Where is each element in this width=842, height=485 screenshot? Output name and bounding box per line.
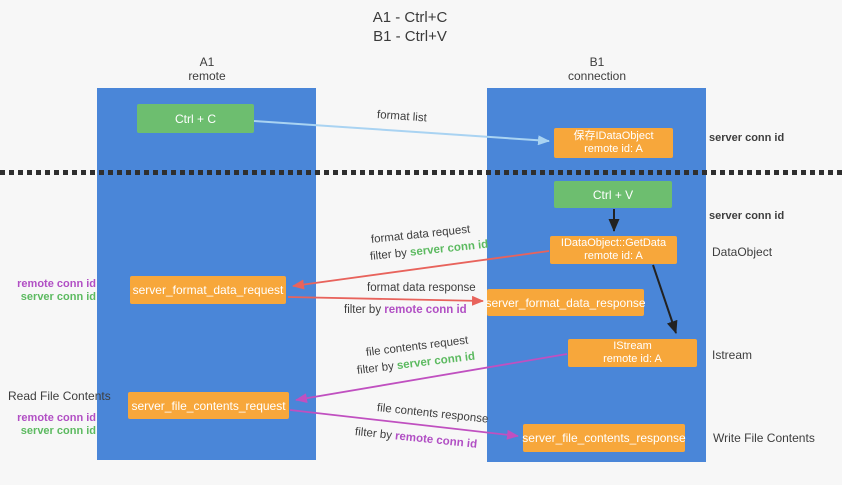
diagram-title: A1 - Ctrl+C B1 - Ctrl+V [0, 8, 820, 46]
server-file-contents-request-node: server_file_contents_request [128, 392, 289, 419]
server-conn-id-label: server conn id [20, 425, 96, 437]
format-data-response-arrow [287, 295, 484, 306]
ctrl-v-label: Ctrl + V [592, 187, 634, 202]
server-conn-id-label: server conn id [20, 291, 96, 303]
getdata-line2: remote id: A [584, 250, 643, 262]
file-conn-id-labels: remote conn id server conn id [8, 412, 96, 438]
filter-by-text: filter by [354, 426, 396, 443]
server-file-contents-response-label: server_file_contents_response [522, 431, 686, 445]
istream-side-label: Istream [712, 348, 753, 362]
remote-conn-id-text: remote conn id [384, 304, 467, 316]
remote-conn-id-label: remote conn id [17, 278, 96, 290]
format-conn-id-labels: remote conn id server conn id [8, 278, 96, 304]
istream-line2: remote id: A [603, 353, 662, 365]
istream-node: IStream remote id: A [568, 339, 697, 367]
server-format-data-request-node: server_format_data_request [130, 276, 286, 304]
format-data-response-filter-label: filter by remote conn id [344, 304, 467, 316]
remote-conn-id-text: remote conn id [394, 430, 478, 451]
server-file-contents-response-node: server_file_contents_response [522, 424, 686, 452]
server-conn-id-mid-right-label: server conn id [709, 210, 785, 222]
title-line-2: B1 - Ctrl+V [373, 28, 447, 45]
file-contents-response-label: file contents response [376, 402, 489, 426]
right-column-header: B1 connection [527, 55, 667, 83]
dotted-separator-line [0, 170, 842, 175]
right-column-title: B1 [589, 55, 605, 69]
ctrl-v-node: Ctrl + V [554, 181, 672, 208]
istream-line1: IStream [613, 339, 652, 352]
server-format-data-request-label: server_format_data_request [132, 283, 284, 297]
getdata-node: IDataObject::GetData remote id: A [550, 236, 677, 264]
dataobject-label: DataObject [712, 245, 773, 259]
save-dataobject-line2: remote id: A [584, 143, 643, 155]
server-format-data-response-node: server_format_data_response [485, 289, 646, 316]
server-file-contents-request-label: server_file_contents_request [131, 398, 286, 413]
server-conn-id-text: server conn id [409, 238, 489, 259]
format-data-response-label: format data response [367, 282, 476, 294]
ctrl-c-node: Ctrl + C [137, 104, 254, 133]
format-list-label: format list [376, 109, 428, 125]
title-line-1: A1 - Ctrl+C [372, 9, 448, 26]
read-file-contents-label: Read File Contents [8, 389, 111, 403]
left-column-subtitle: remote [188, 69, 226, 83]
server-format-data-response-label: server_format_data_response [485, 295, 646, 310]
right-column-subtitle: connection [567, 69, 627, 83]
getdata-line1: IDataObject::GetData [560, 236, 667, 249]
remote-conn-id-label: remote conn id [17, 412, 96, 424]
file-contents-response-filter-label: filter by remote conn id [354, 426, 477, 451]
save-dataobject-line1: 保存IDataObject [573, 129, 654, 142]
filter-by-text: filter by [356, 360, 398, 377]
left-column-header: A1 remote [137, 55, 277, 83]
filter-by-text: filter by [344, 304, 385, 316]
server-conn-id-top-right-label: server conn id [709, 132, 785, 144]
filter-by-text: filter by [369, 246, 411, 263]
ctrl-c-label: Ctrl + C [174, 111, 216, 126]
write-file-contents-label: Write File Contents [713, 431, 815, 445]
save-dataobject-node: 保存IDataObject remote id: A [554, 128, 673, 158]
left-column-title: A1 [199, 55, 215, 69]
